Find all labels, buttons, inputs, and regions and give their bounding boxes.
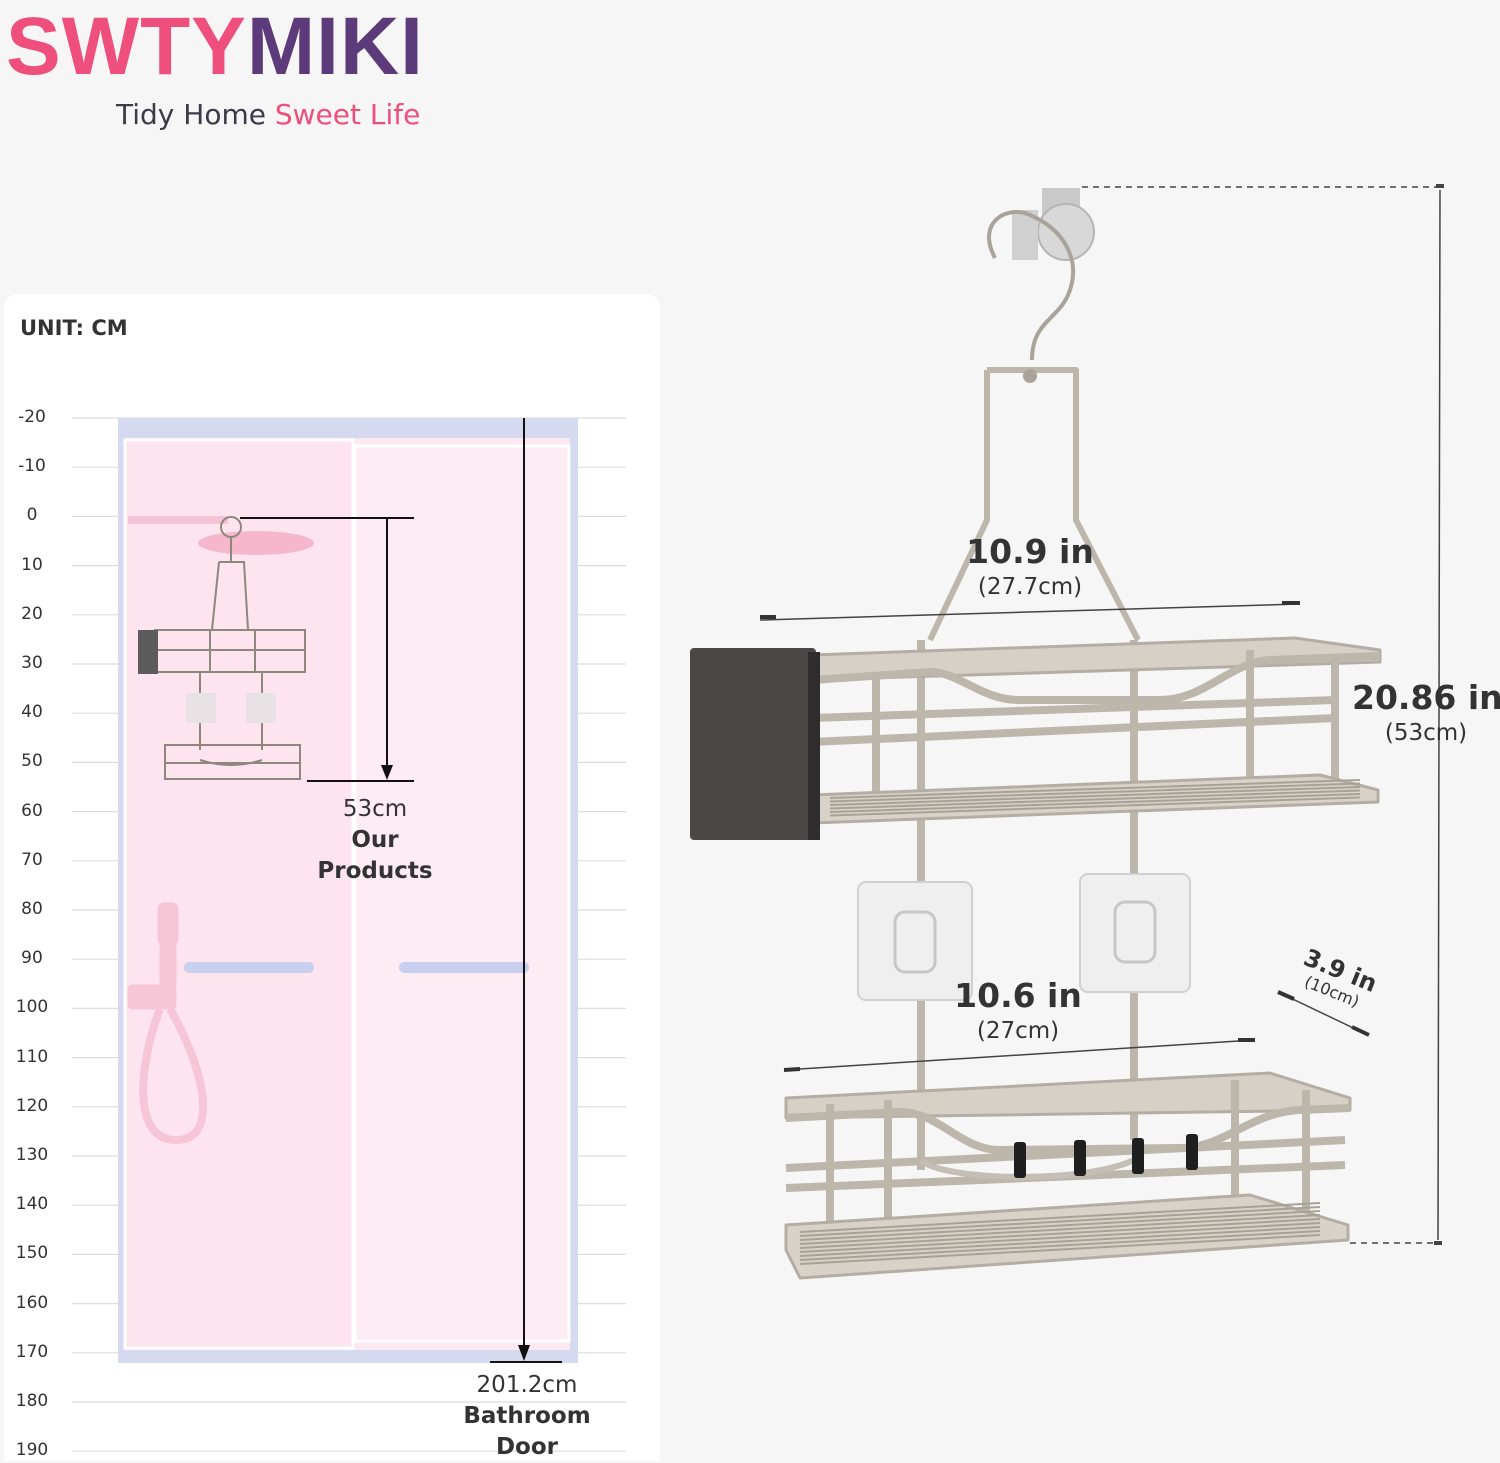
hooks-row — [1014, 1134, 1198, 1178]
door-handle-right — [399, 962, 529, 973]
scale-tick-label: 90 — [21, 948, 43, 969]
hook-icon-1 — [1014, 1142, 1026, 1178]
brand-name-part2: MIKI — [246, 1, 424, 92]
adhesive-clip-right — [1113, 900, 1157, 964]
bottom-basket-inner-bar — [918, 1157, 1136, 1180]
shower-caddy-illustration — [690, 188, 1382, 1280]
dimension-lines — [759, 184, 1444, 1245]
product-height-note: 53cm Our Products — [300, 794, 450, 887]
hand-shower-icon — [127, 902, 208, 1145]
toothbrush-holder-cup — [690, 648, 816, 840]
adhesive-pad-left — [857, 881, 973, 1001]
door-height-indicator — [490, 418, 562, 1363]
height-cm: (53cm) — [1384, 720, 1468, 746]
shower-fixture-knob — [1037, 203, 1095, 261]
scale-tick-label: 50 — [21, 751, 43, 772]
basket-slat — [799, 1226, 1321, 1257]
scale-tick-label: 60 — [21, 800, 43, 821]
adhesive-pad-right — [1079, 873, 1191, 993]
scale-tick-label: 100 — [15, 997, 49, 1018]
scale-tick-label: 130 — [15, 1145, 49, 1165]
basket-slat — [829, 793, 1361, 813]
shower-head-icon — [198, 531, 314, 555]
door-height-value: 201.2cm — [476, 1372, 578, 1398]
mini-caddy-holder — [138, 630, 158, 674]
scale-tick-label: -10 — [18, 456, 46, 477]
scale-tick-label: 80 — [21, 899, 43, 919]
door-height-note: 201.2cm Bathroom Door — [447, 1370, 607, 1463]
bottom-basket-slats — [799, 1202, 1321, 1265]
door-panel-right — [353, 444, 571, 1343]
scale-tick-label: 70 — [21, 849, 43, 870]
scale-tick-label: 40 — [21, 702, 43, 723]
top-width-dimension: 10.9 in (27.7cm) — [950, 532, 1110, 602]
basket-slat — [799, 1202, 1321, 1233]
product-note-line2: Products — [317, 858, 433, 884]
top-basket-slats — [829, 779, 1361, 817]
scale-tick-label: 140 — [15, 1194, 49, 1215]
hook-icon-2 — [1074, 1140, 1086, 1176]
product-height-value: 53cm — [342, 796, 408, 822]
door-panel-left — [123, 438, 355, 1350]
shower-arm — [128, 516, 228, 524]
brand-tagline: Tidy Home Sweet Life — [116, 98, 420, 131]
scale-tick-label: 30 — [21, 653, 43, 673]
tagline-part2: Sweet Life — [274, 98, 421, 131]
scale-tick-label: 180 — [15, 1391, 49, 1411]
hanging-hook — [987, 210, 1076, 361]
basket-slat — [799, 1230, 1321, 1261]
basket-slat — [829, 789, 1361, 810]
product-height-indicator — [240, 517, 414, 782]
product-note-line1: Our — [351, 827, 399, 853]
hook-icon-3 — [1132, 1138, 1144, 1174]
basket-slat — [799, 1218, 1321, 1249]
scale-tick-label: 150 — [15, 1243, 49, 1264]
scale-tick-label: -20 — [18, 407, 46, 427]
mini-adhesive-left — [186, 693, 216, 723]
bottom-width-inches: 10.6 in — [954, 976, 1082, 1015]
top-width-inches: 10.9 in — [966, 532, 1094, 571]
basket-slat — [799, 1234, 1321, 1265]
scale-tick-label: 160 — [15, 1292, 49, 1313]
mini-adhesive-right — [246, 693, 276, 723]
basket-slat — [799, 1206, 1321, 1237]
basket-slat — [799, 1210, 1321, 1241]
door-note-line2: Door — [495, 1434, 559, 1460]
bathroom-door-illustration — [118, 418, 578, 1363]
brand-name-part1: SWTY — [6, 1, 247, 92]
brand-logo: SWTYMIKI — [6, 2, 476, 92]
scale-tick-label: 110 — [15, 1046, 49, 1067]
basket-slat — [829, 779, 1361, 799]
bottom-width-cm: (27cm) — [976, 1018, 1060, 1044]
scale-tick-label: 120 — [15, 1095, 49, 1116]
basket-slat — [799, 1214, 1321, 1245]
bottom-width-dimension: 10.6 in (27cm) — [938, 976, 1098, 1046]
tagline-part1: Tidy Home — [116, 98, 266, 131]
basket-slat — [829, 796, 1361, 817]
door-note-line1: Bathroom — [463, 1403, 591, 1429]
door-handle-left — [184, 962, 314, 973]
holder-cup-side — [808, 652, 820, 840]
brand-name: SWTYMIKI — [6, 2, 424, 92]
hanger-knob — [1023, 369, 1037, 383]
scale-tick-label: 0 — [26, 505, 38, 526]
height-dimension: 20.86 in (53cm) — [1352, 678, 1500, 748]
scale-tick-label: 10 — [21, 554, 43, 575]
basket-slat — [799, 1222, 1321, 1253]
unit-label: UNIT: CM — [20, 316, 128, 340]
height-inches: 20.86 in — [1352, 678, 1500, 717]
basket-slat — [829, 786, 1361, 806]
scale-tick-label: 170 — [15, 1341, 49, 1362]
scale-tick-label: 190 — [15, 1440, 49, 1461]
basket-slat — [829, 782, 1361, 803]
hook-icon-4 — [1186, 1134, 1198, 1170]
top-width-cm: (27.7cm) — [977, 574, 1083, 600]
scale-tick-label: 20 — [21, 603, 43, 624]
adhesive-clip-left — [893, 910, 937, 974]
